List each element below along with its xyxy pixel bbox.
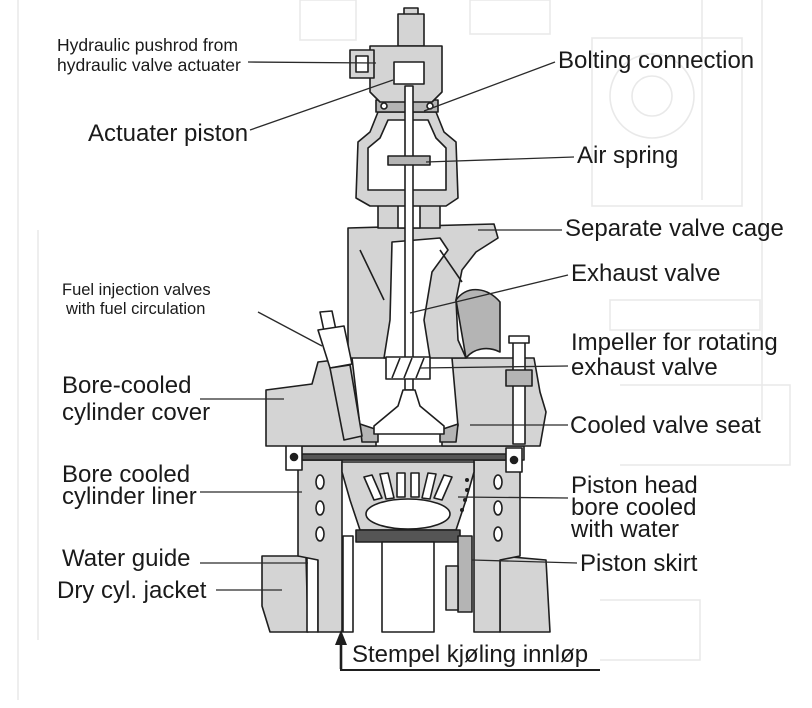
label-cylinder-cover-line2: cylinder cover bbox=[62, 399, 210, 426]
label-actuater-piston: Actuater piston bbox=[88, 120, 248, 147]
leader-bolting-connection bbox=[423, 61, 556, 112]
exhaust-outlet-duct bbox=[455, 288, 501, 359]
cooling-inlet-arrow-head bbox=[335, 630, 347, 645]
label-cylinder-cover-line1: Bore-cooled bbox=[62, 372, 191, 399]
leader-actuater-piston bbox=[249, 79, 394, 131]
exhaust-valve-head bbox=[373, 389, 445, 435]
piston-rod bbox=[381, 541, 435, 633]
actuater-piston bbox=[393, 61, 425, 85]
leader-air-spring bbox=[425, 156, 575, 163]
label-piston-head-line2: bore cooled bbox=[571, 494, 696, 521]
label-hydraulic-pushrod-line2: hydraulic valve actuater bbox=[57, 55, 241, 75]
labels-right: Bolting connection Air spring Separate v… bbox=[558, 47, 784, 577]
cover-stud-nut bbox=[505, 369, 533, 387]
piston-cooling-bores bbox=[363, 472, 453, 501]
cover-stud bbox=[512, 341, 526, 445]
label-cylinder-liner-line1: Bore cooled bbox=[62, 461, 190, 488]
label-fuel-injection-line1: Fuel injection valves bbox=[62, 281, 211, 299]
fuel-injection-valve bbox=[317, 310, 363, 441]
caption-text: Stempel kjøling innløp bbox=[352, 641, 588, 668]
label-cylinder-liner-line2: cylinder liner bbox=[62, 483, 197, 510]
actuator-top-pipe bbox=[397, 13, 425, 47]
piston-cooling-chamber bbox=[365, 498, 451, 530]
water-guide bbox=[306, 555, 319, 633]
label-piston-head-line3: with water bbox=[570, 516, 679, 543]
exhaust-passage bbox=[383, 237, 449, 359]
cooling-connection-left-port bbox=[289, 452, 299, 462]
cooling-connection-right-port bbox=[509, 455, 519, 465]
leader-piston-skirt bbox=[471, 559, 578, 564]
label-exhaust-valve: Exhaust valve bbox=[571, 260, 720, 287]
engine-cross-section bbox=[261, 7, 551, 633]
dry-cylinder-jacket-right bbox=[499, 555, 551, 633]
label-bolting-connection: Bolting connection bbox=[558, 47, 754, 74]
leader-fuel-injection-valves bbox=[257, 311, 323, 347]
label-piston-head-line1: Piston head bbox=[571, 472, 698, 499]
dry-cylinder-jacket-left bbox=[261, 555, 309, 633]
cooling-inlet-caption: Stempel kjøling innløp bbox=[335, 630, 600, 671]
piston-crown-base bbox=[355, 529, 461, 543]
piston-cooling-inlet-pipe bbox=[342, 535, 354, 633]
valve-cage-web bbox=[359, 249, 463, 301]
label-impeller-line2: exhaust valve bbox=[571, 354, 718, 381]
label-piston-skirt: Piston skirt bbox=[580, 550, 698, 577]
background-sketch bbox=[17, 0, 791, 700]
leader-exhaust-valve bbox=[409, 274, 569, 314]
impeller bbox=[385, 356, 431, 380]
piston-skirt-fitting bbox=[445, 565, 459, 611]
exhaust-valve-stem bbox=[404, 85, 414, 391]
leader-impeller bbox=[419, 365, 569, 369]
bolt-left bbox=[380, 102, 388, 110]
label-water-guide: Water guide bbox=[62, 545, 191, 572]
label-hydraulic-pushrod-line1: Hydraulic pushrod from bbox=[57, 35, 238, 55]
air-spring-piston bbox=[387, 155, 431, 166]
liner-cooling-bores bbox=[315, 474, 503, 542]
cover-liner-joint bbox=[299, 453, 515, 461]
leader-lines bbox=[200, 61, 578, 591]
label-cooled-valve-seat: Cooled valve seat bbox=[570, 412, 761, 439]
label-fuel-injection-line2: with fuel circulation bbox=[65, 300, 205, 318]
leader-piston-head bbox=[457, 496, 569, 499]
cover-stud-cap bbox=[508, 335, 530, 344]
leader-hydraulic-pushrod bbox=[247, 61, 377, 64]
label-impeller-line1: Impeller for rotating bbox=[571, 329, 778, 356]
label-separate-valve-cage: Separate valve cage bbox=[565, 215, 784, 242]
label-dry-cyl-jacket: Dry cyl. jacket bbox=[57, 577, 207, 604]
label-air-spring: Air spring bbox=[577, 142, 678, 169]
labels-left: Hydraulic pushrod from hydraulic valve a… bbox=[57, 35, 248, 604]
hydraulic-pushrod-port bbox=[355, 55, 369, 73]
piston-skirt bbox=[457, 535, 473, 613]
piston-ring-grooves bbox=[460, 478, 469, 512]
